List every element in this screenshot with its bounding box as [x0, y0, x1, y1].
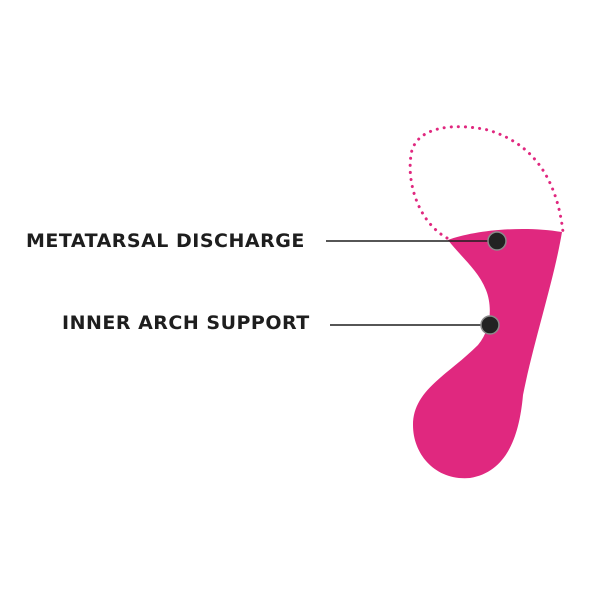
inner-arch-marker	[480, 315, 500, 335]
metatarsal-marker	[487, 231, 507, 251]
toe-outline-dotted	[408, 125, 565, 240]
inner-arch-support-label: INNER ARCH SUPPORT	[62, 312, 310, 334]
metatarsal-discharge-label: METATARSAL DISCHARGE	[26, 230, 305, 252]
insole-pad	[413, 228, 562, 479]
